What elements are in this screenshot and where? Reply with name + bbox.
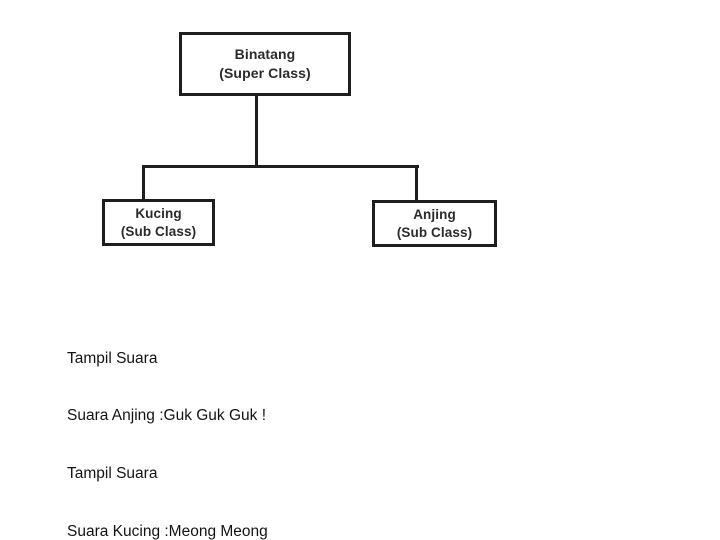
- node-superclass-name: Binatang: [234, 46, 296, 62]
- output-line: Tampil Suara: [67, 465, 158, 483]
- output-line: Suara Kucing :Meong Meong: [67, 523, 268, 540]
- output-line: Suara Anjing :Guk Guk Guk !: [67, 407, 267, 425]
- connector-left-vertical: [142, 165, 145, 201]
- connector-horizontal: [142, 165, 419, 168]
- node-subclass-kucing: Kucing (Sub Class): [102, 199, 215, 246]
- program-output: Tampil Suara Suara Anjing :Guk Guk Guk !…: [67, 310, 268, 540]
- connector-superclass-vertical: [255, 96, 258, 167]
- node-kucing-role: (Sub Class): [120, 223, 197, 239]
- connector-right-vertical: [415, 165, 418, 202]
- node-kucing-name: Kucing: [135, 205, 182, 221]
- node-subclass-anjing: Anjing (Sub Class): [372, 200, 497, 247]
- output-line: Tampil Suara: [67, 349, 158, 367]
- node-anjing-name: Anjing: [413, 206, 456, 222]
- node-anjing-role: (Sub Class): [396, 224, 473, 240]
- node-superclass-role: (Super Class): [219, 65, 311, 81]
- node-superclass-binatang: Binatang (Super Class): [179, 32, 351, 96]
